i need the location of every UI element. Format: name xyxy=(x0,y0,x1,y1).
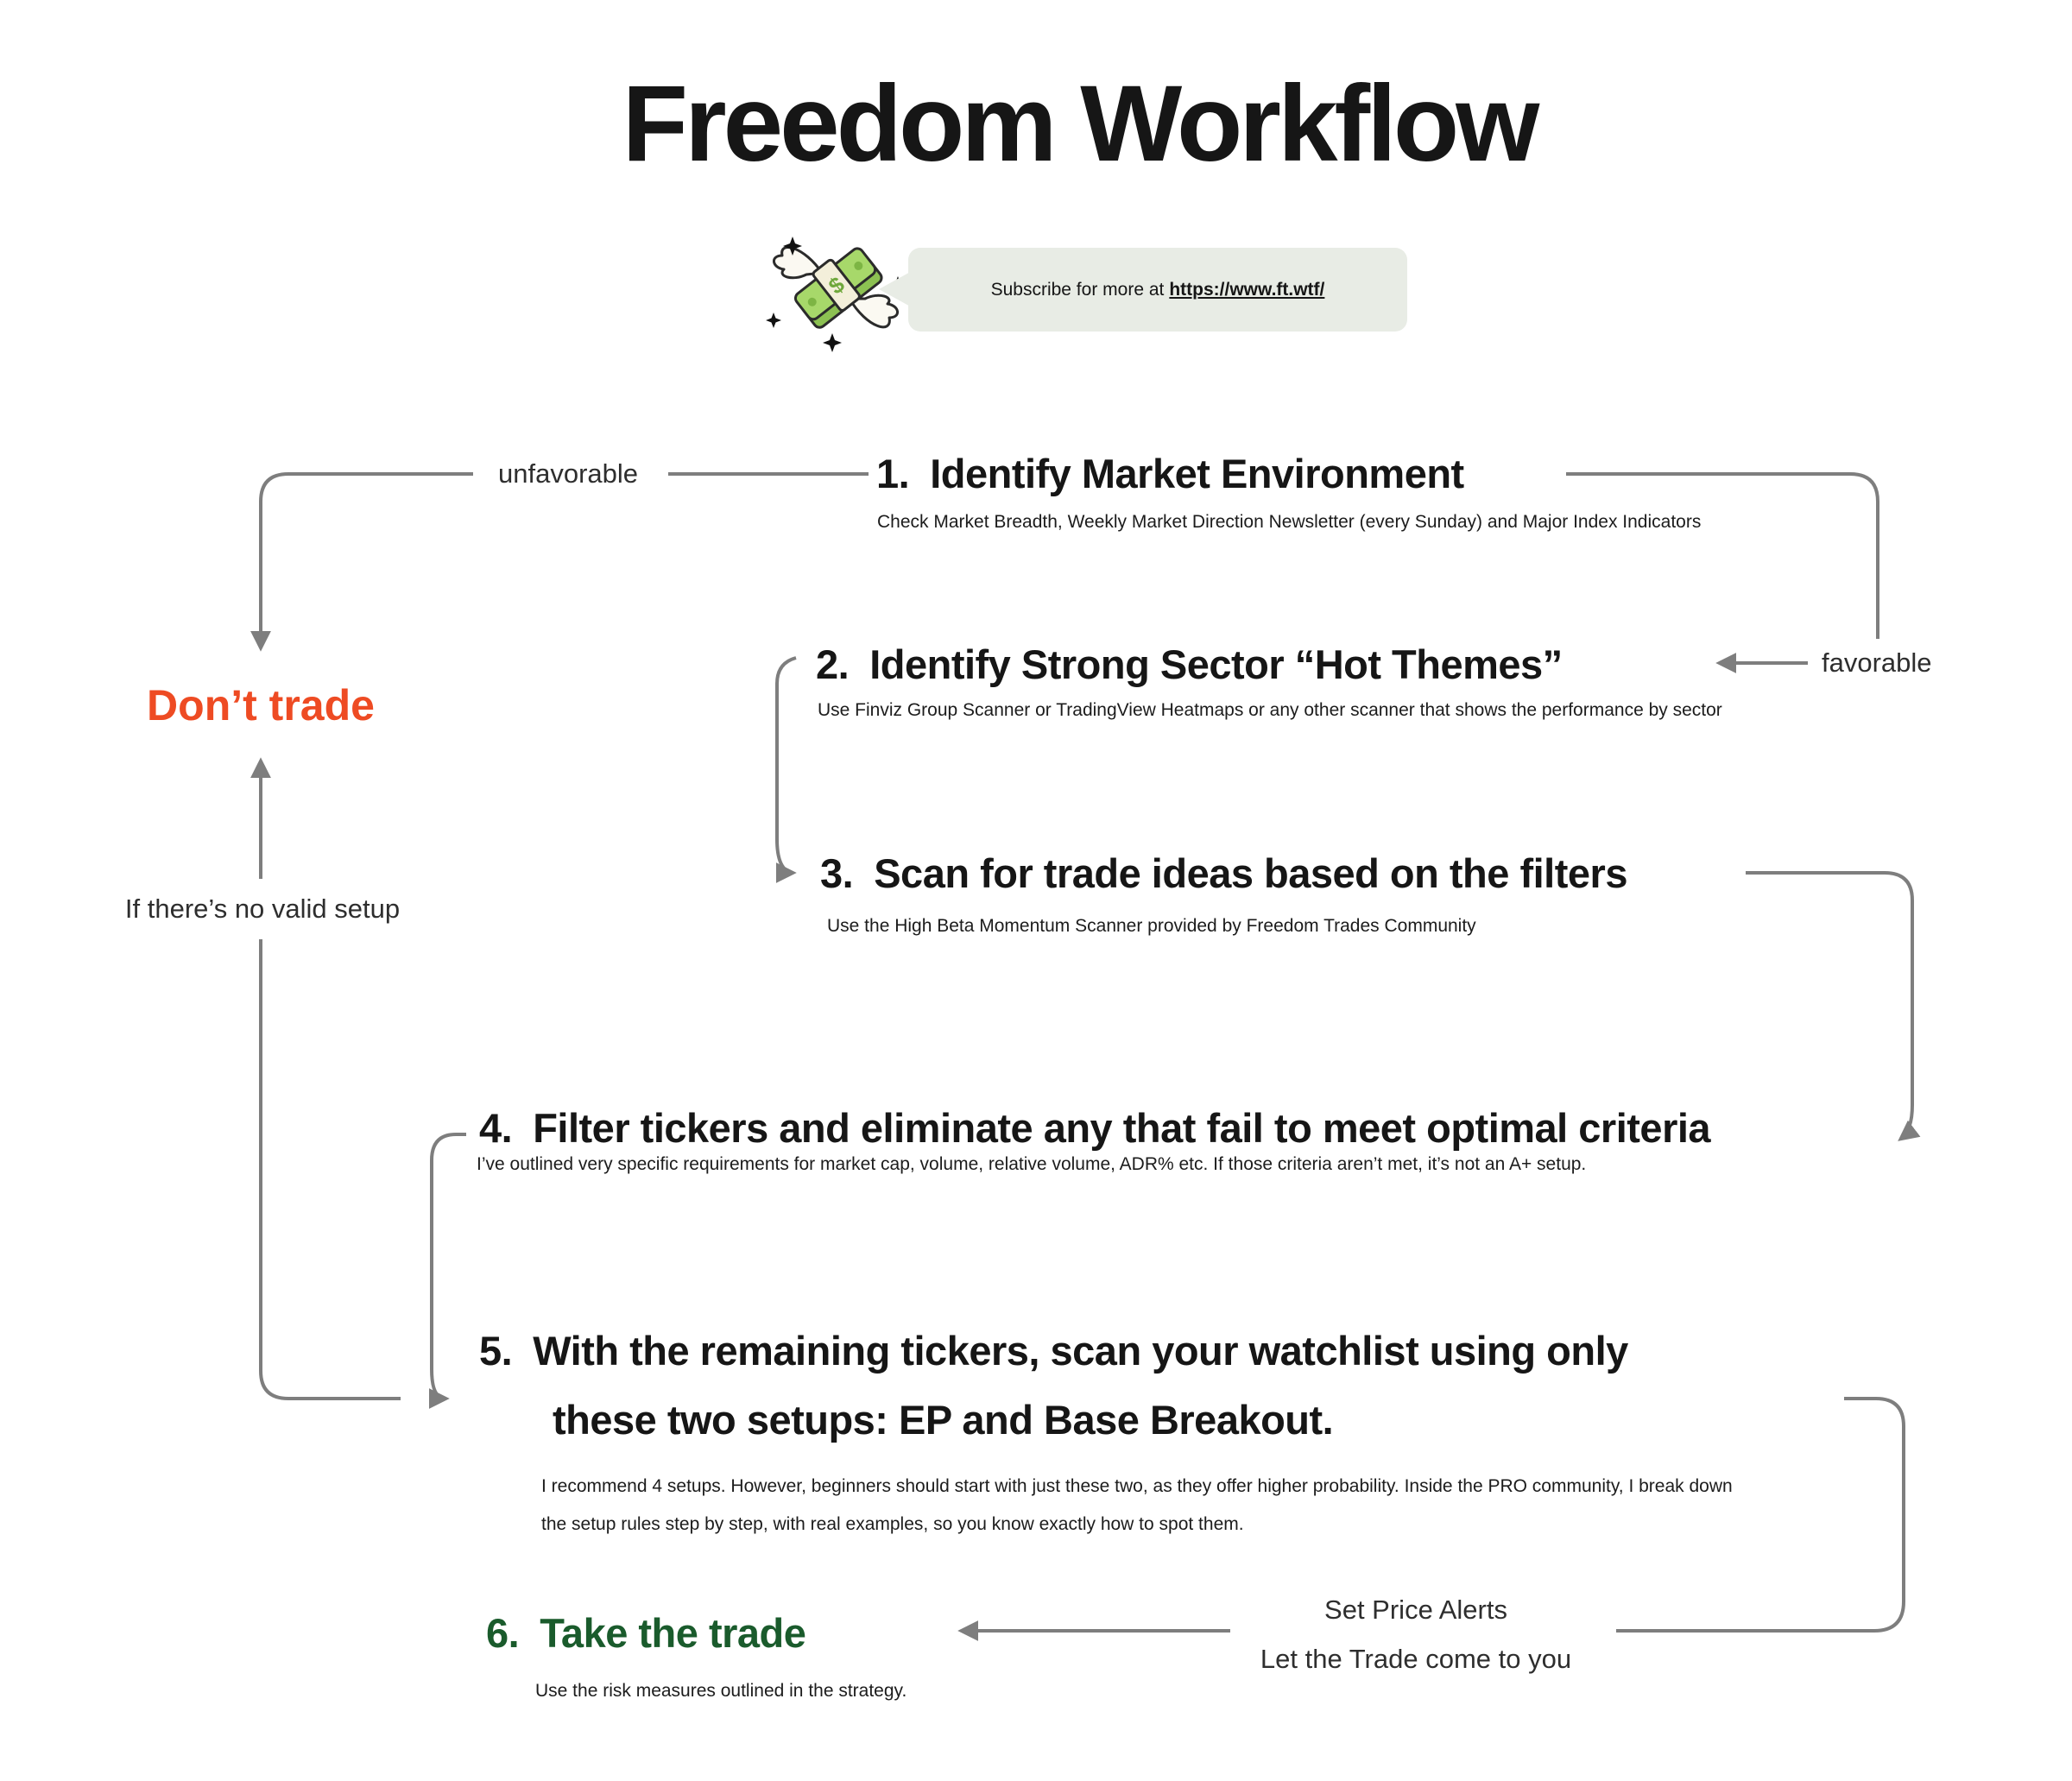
step-5-subtitle-line1: I recommend 4 setups. However, beginners… xyxy=(541,1476,1733,1496)
step-2-number: 2. xyxy=(816,641,850,687)
step-5-heading: 5. With the remaining tickers, scan your… xyxy=(479,1328,1628,1443)
page-title: Freedom Workflow xyxy=(622,64,1540,184)
step-3-subtitle: Use the High Beta Momentum Scanner provi… xyxy=(827,916,1476,936)
step-1-subtitle: Check Market Breadth, Weekly Market Dire… xyxy=(877,512,1702,532)
step-1-number: 1. xyxy=(876,451,910,496)
step-6-number: 6. xyxy=(486,1610,520,1656)
step-5-subtitle-line2: the setup rules step by step, with real … xyxy=(541,1514,1244,1534)
step-2-subtitle: Use Finviz Group Scanner or TradingView … xyxy=(818,700,1722,720)
step-6-heading: 6. Take the trade xyxy=(486,1610,806,1657)
step-6-title: Take the trade xyxy=(540,1610,806,1656)
flying-money-icon: $ xyxy=(766,237,906,352)
step-2-heading: 2. Identify Strong Sector “Hot Themes” xyxy=(816,641,1563,688)
connector-unfavorable-to-dont-trade xyxy=(250,472,473,652)
label-favorable: favorable xyxy=(1822,647,1932,678)
label-dont-trade: Don’t trade xyxy=(147,681,375,729)
step-3-heading: 3. Scan for trade ideas based on the fil… xyxy=(820,850,1627,897)
step-4-heading: 4. Filter tickers and eliminate any that… xyxy=(479,1105,1711,1152)
step-5-number: 5. xyxy=(479,1328,513,1374)
step-4-number: 4. xyxy=(479,1105,513,1151)
label-let-trade-come: Let the Trade come to you xyxy=(1260,1644,1572,1674)
connector-no-valid-setup-lower xyxy=(259,939,401,1400)
step-4-subtitle: I’ve outlined very specific requirements… xyxy=(477,1154,1587,1174)
step-1-heading: 1. Identify Market Environment xyxy=(876,451,1464,497)
step-5-subtitle: I recommend 4 setups. However, beginners… xyxy=(541,1468,1733,1544)
subscribe-link[interactable]: https://www.ft.wtf/ xyxy=(1169,279,1325,300)
step-3-number: 3. xyxy=(820,850,854,896)
wing-top-left xyxy=(773,246,824,280)
step-5-title-line2: these two setups: EP and Base Breakout. xyxy=(553,1397,1334,1443)
connector-step1-to-favorable xyxy=(1566,472,1879,639)
connector-step2-to-step3 xyxy=(775,656,797,883)
label-no-valid-setup: If there’s no valid setup xyxy=(124,894,401,924)
subscribe-bubble: Subscribe for more at https://www.ft.wtf… xyxy=(879,248,1407,332)
subscribe-text: Subscribe for more at xyxy=(990,279,1165,300)
bubble-tail-icon xyxy=(879,270,913,308)
step-4-title: Filter tickers and eliminate any that fa… xyxy=(533,1105,1711,1151)
step-1-title: Identify Market Environment xyxy=(930,451,1464,496)
step-2-title: Identify Strong Sector “Hot Themes” xyxy=(869,641,1563,687)
connector-step4-to-step5 xyxy=(428,1133,466,1409)
step-5-title-line1: With the remaining tickers, scan your wa… xyxy=(533,1328,1628,1374)
connector-step3-to-step4 xyxy=(1746,871,1921,1141)
money-stack: $ xyxy=(793,247,883,329)
label-unfavorable: unfavorable xyxy=(497,458,639,489)
label-set-price-alerts: Set Price Alerts xyxy=(1324,1595,1507,1625)
step-6-subtitle: Use the risk measures outlined in the st… xyxy=(535,1681,907,1701)
step-3-title: Scan for trade ideas based on the filter… xyxy=(874,850,1627,896)
